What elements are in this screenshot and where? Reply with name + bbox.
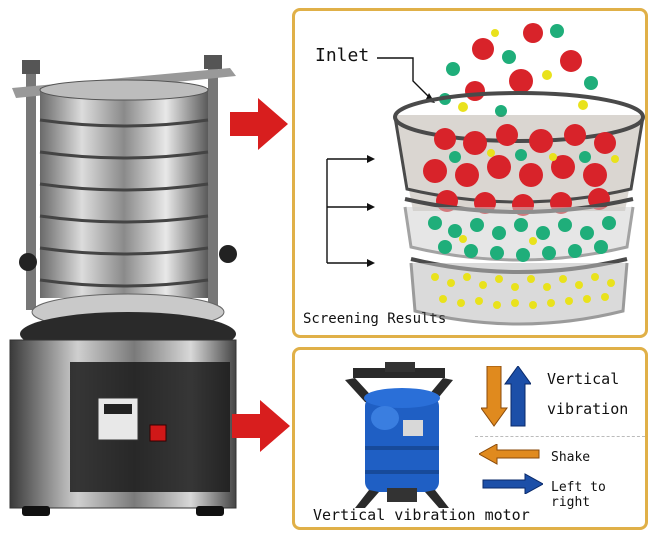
inlet-pointer bbox=[377, 57, 432, 100]
arrow-up-icon bbox=[504, 366, 531, 427]
left-rod bbox=[26, 60, 36, 310]
horizontal-arrows bbox=[479, 444, 543, 494]
screening-diagram-panel: Inlet Screening Results bbox=[292, 8, 648, 338]
arrow-left-icon bbox=[479, 444, 540, 465]
inlet-label: Inlet bbox=[315, 45, 370, 66]
left-to-right-label: Left to right bbox=[551, 480, 606, 510]
vertical-vibration-motor-label: Vertical vibration motor bbox=[313, 506, 530, 524]
left-knob bbox=[19, 253, 37, 271]
separator-line bbox=[475, 436, 645, 437]
vertical-label: Vertical bbox=[547, 370, 620, 388]
sieve-tier-2 bbox=[403, 197, 635, 262]
sieve-tier-3 bbox=[409, 257, 629, 326]
red-arrow-top bbox=[230, 98, 288, 150]
screening-illustration bbox=[326, 23, 645, 326]
sieve-stack bbox=[40, 88, 208, 298]
right-knob bbox=[219, 245, 237, 263]
arrow-down-icon bbox=[481, 366, 508, 427]
power-switch bbox=[149, 424, 167, 442]
red-arrow-bottom bbox=[232, 400, 290, 452]
sieve-tier-1 bbox=[393, 91, 645, 216]
vibration-motor-image bbox=[345, 362, 453, 508]
vertical-arrows bbox=[481, 366, 531, 427]
sieve-shaker-machine bbox=[9, 55, 237, 516]
vibration-motor-panel: Vertical vibration motor Vertical vibrat… bbox=[292, 347, 648, 530]
right-rod bbox=[208, 55, 218, 310]
shake-label: Shake bbox=[551, 450, 591, 465]
vibration-label: vibration bbox=[547, 400, 629, 418]
arrow-right-icon bbox=[482, 473, 543, 494]
results-bracket bbox=[326, 158, 367, 264]
falling-particles bbox=[439, 23, 598, 117]
screening-results-label: Screening Results bbox=[303, 311, 447, 327]
